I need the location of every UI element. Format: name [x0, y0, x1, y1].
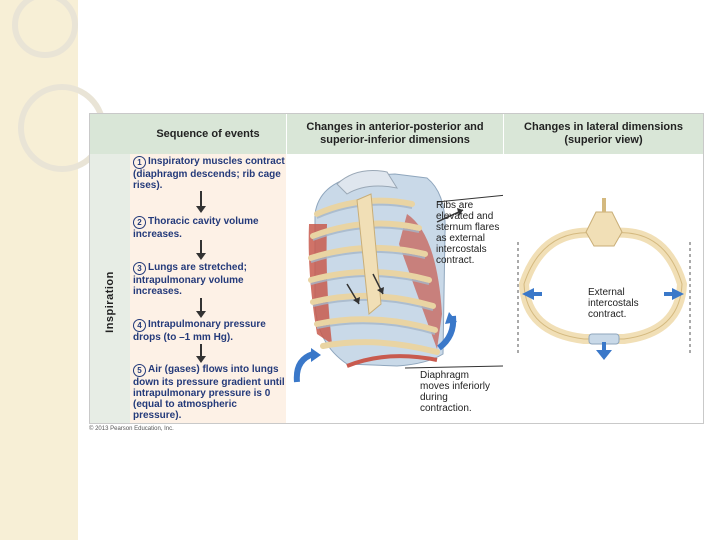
step-number: 3 — [133, 262, 146, 275]
down-arrow — [196, 298, 206, 318]
side-strip — [0, 0, 78, 540]
arrow-right — [672, 288, 684, 300]
step-number: 4 — [133, 319, 146, 332]
row-label-cell: Inspiration — [90, 154, 130, 423]
pointer-line — [404, 365, 503, 369]
curved-arrowhead-right — [445, 312, 457, 324]
pointer-line — [436, 194, 503, 203]
motion-arrowhead — [353, 297, 360, 304]
step-number: 1 — [133, 156, 146, 169]
step-text: Lungs are stretched; intrapulmonary volu… — [133, 262, 247, 297]
motion-arrowhead — [377, 287, 384, 294]
lateral-view-illustration — [517, 198, 691, 360]
row-label-inspiration: Inspiration — [104, 271, 116, 333]
down-arrow — [196, 240, 206, 260]
annotation-ribs: Ribs are elevated and sternum flares as … — [436, 200, 500, 266]
sternum — [356, 193, 382, 315]
rib-ring — [518, 227, 688, 344]
rib-cage-illustration — [293, 170, 503, 383]
copyright: © 2013 Pearson Education, Inc. — [89, 426, 174, 432]
header-lateral: Changes in lateral dimensions (superior … — [504, 114, 703, 154]
header-blank — [90, 114, 130, 154]
diaphragm — [346, 354, 438, 368]
annotation-external: External intercostals contract. — [588, 287, 639, 320]
step-text: Intrapulmonary pressure drops (to –1 mm … — [133, 319, 266, 343]
annotation-diaphragm: Diaphragm moves inferiorly during contra… — [420, 370, 491, 414]
step-number: 2 — [133, 216, 146, 229]
arrow-down — [596, 350, 612, 360]
step-text: Thoracic cavity volume increases. — [133, 216, 259, 240]
decorative-ring — [12, 0, 78, 58]
step-text: Air (gases) flows into lungs down its pr… — [133, 364, 285, 421]
header-anterior: Changes in anterior-posterior and superi… — [287, 114, 503, 154]
step-text: Inspiratory muscles contract (diaphragm … — [133, 156, 285, 191]
curved-arrow-left — [293, 351, 315, 383]
step-number: 5 — [133, 364, 146, 377]
header-sequence: Sequence of events — [130, 114, 286, 154]
arrow-left — [522, 288, 534, 300]
clavicle-area — [336, 170, 399, 195]
vertebra — [585, 211, 623, 247]
down-arrow — [196, 344, 206, 363]
curved-arrowhead-left — [311, 348, 321, 362]
motion-arrowhead — [457, 208, 463, 216]
down-arrow — [196, 191, 206, 213]
inspiration-figure: Sequence of events Changes in anterior-p… — [89, 113, 704, 424]
